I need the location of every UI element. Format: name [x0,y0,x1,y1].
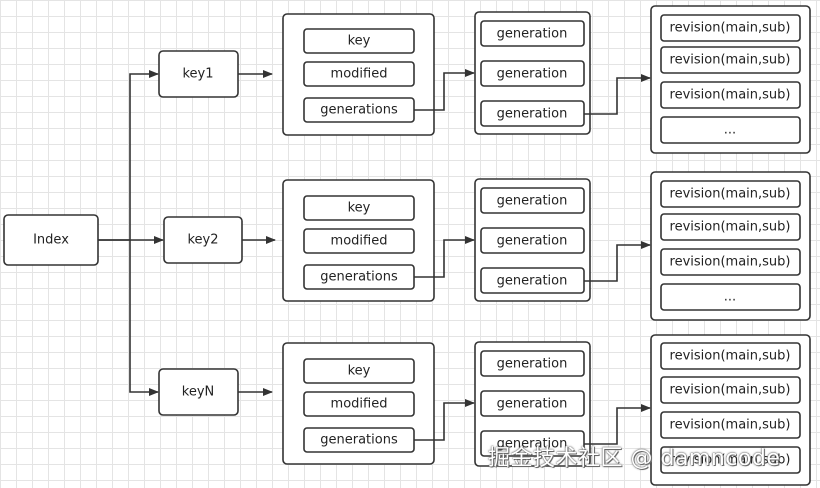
generation-item-label: generation [497,67,568,82]
revision-item-label: revision(main,sub) [670,220,791,235]
revisions-arrow [584,241,651,282]
key-node: key1 [158,50,239,98]
revision-item-label: revision(main,sub) [670,383,791,398]
modified-field [303,61,415,87]
generations-list: generation generation generation [474,341,591,467]
revisions-list: revision(main,sub) revision(main,sub) re… [650,5,811,154]
key-field-label: key [348,34,371,49]
generation-item [480,187,585,214]
revision-item-label: revision(main,sub) [670,88,791,103]
key-index-struct: key modified generations [282,342,435,465]
key-field-label: key [348,201,371,216]
revisions-list: revision(main,sub) revision(main,sub) re… [650,171,811,321]
key-field-label: key [348,364,371,379]
revision-item-label: revision(main,sub) [670,53,791,68]
revision-item [660,180,801,208]
generations-field-label: generations [320,270,398,285]
revision-item-label: revision(main,sub) [670,187,791,202]
modified-field-label: modified [331,67,388,82]
key-group-3: keyN key modified generations generation… [158,334,811,486]
generation-item-label: generation [497,27,568,42]
revision-item [660,46,801,74]
revision-item [660,81,801,109]
revisions-list: revision(main,sub) revision(main,sub) re… [650,334,811,486]
key-group-1: key1 key modified generations generation… [158,5,811,154]
key-index-struct: key modified generations [282,13,435,136]
generations-list: generation generation generation [474,178,591,302]
key-field [303,358,415,384]
key-field [303,28,415,54]
revision-item-label: ... [724,290,736,305]
revision-item [660,446,801,474]
revision-item [660,14,801,42]
generation-item [480,390,585,417]
revisions-arrow [584,404,651,445]
revision-item [660,342,801,370]
revision-item [660,248,801,276]
revision-item [660,376,801,404]
generation-item-label: generation [497,437,568,452]
key-node-label: key1 [182,67,213,82]
generation-item-label: generation [497,194,568,209]
modified-field-label: modified [331,234,388,249]
generation-item [480,350,585,377]
revision-item-label: ... [724,123,736,138]
revision-item [660,116,801,144]
modified-field [303,391,415,417]
watermark: 掘金技术社区 @ damncode [488,446,781,471]
key-node: key2 [163,216,243,264]
generation-item-label: generation [497,234,568,249]
revision-item [660,283,801,311]
generations-arrow [414,236,475,278]
generation-item-label: generation [497,274,568,289]
revision-item [660,213,801,241]
key-group-2: key2 key modified generations generation… [163,171,811,321]
revisions-arrow [584,74,651,115]
generation-item [480,20,585,47]
revision-item-label: revision(main,sub) [670,453,791,468]
key-node-label: keyN [182,385,214,400]
revision-item-label: revision(main,sub) [670,255,791,270]
revision-item-label: revision(main,sub) [670,21,791,36]
index-label: Index [33,233,69,248]
key-node-label: key2 [187,233,218,248]
generation-item [480,60,585,87]
generations-arrow [414,69,475,111]
generations-field-label: generations [320,103,398,118]
generations-list: generation generation generation [474,11,591,135]
revision-item [660,411,801,439]
modified-field [303,228,415,254]
revision-item-label: revision(main,sub) [670,349,791,364]
index-connectors [98,70,164,396]
revision-item-label: revision(main,sub) [670,418,791,433]
generation-item [480,227,585,254]
key-field [303,195,415,221]
index-node: Index [3,214,99,266]
key-index-struct: key modified generations [282,179,435,302]
modified-field-label: modified [331,397,388,412]
generations-field-label: generations [320,433,398,448]
key-node: keyN [158,368,239,416]
generation-item-label: generation [497,397,568,412]
generation-item-label: generation [497,107,568,122]
generation-item-label: generation [497,357,568,372]
generations-arrow [414,399,475,441]
